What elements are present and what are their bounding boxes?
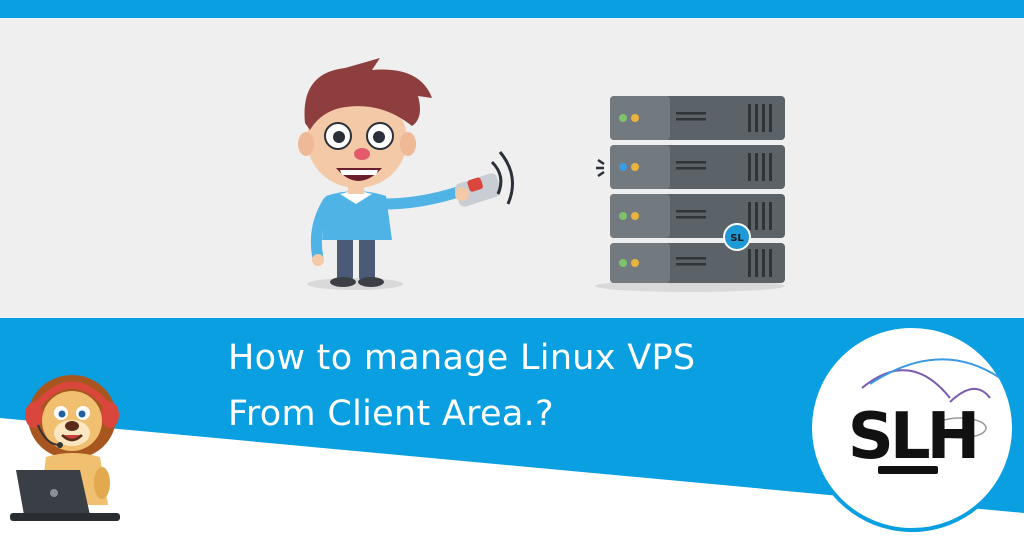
headline: How to manage Linux VPS From Client Area…: [228, 330, 788, 442]
cartoon-man-icon: [298, 58, 514, 287]
slh-logo-icon: SLH: [808, 324, 1016, 532]
hero-scene: SL: [298, 58, 785, 292]
headline-line-2: From Client Area.?: [228, 394, 554, 434]
logo-text: SLH: [848, 400, 976, 474]
server-badge-text: SL: [730, 233, 744, 244]
hero-illustration-area: [0, 18, 1024, 318]
server-badge-icon: [723, 223, 751, 251]
server-rack-icon: SL: [595, 96, 785, 292]
headline-line-1: How to manage Linux VPS: [228, 338, 696, 378]
lion-mascot-icon: [10, 375, 120, 521]
top-accent-bar: [0, 0, 1024, 18]
